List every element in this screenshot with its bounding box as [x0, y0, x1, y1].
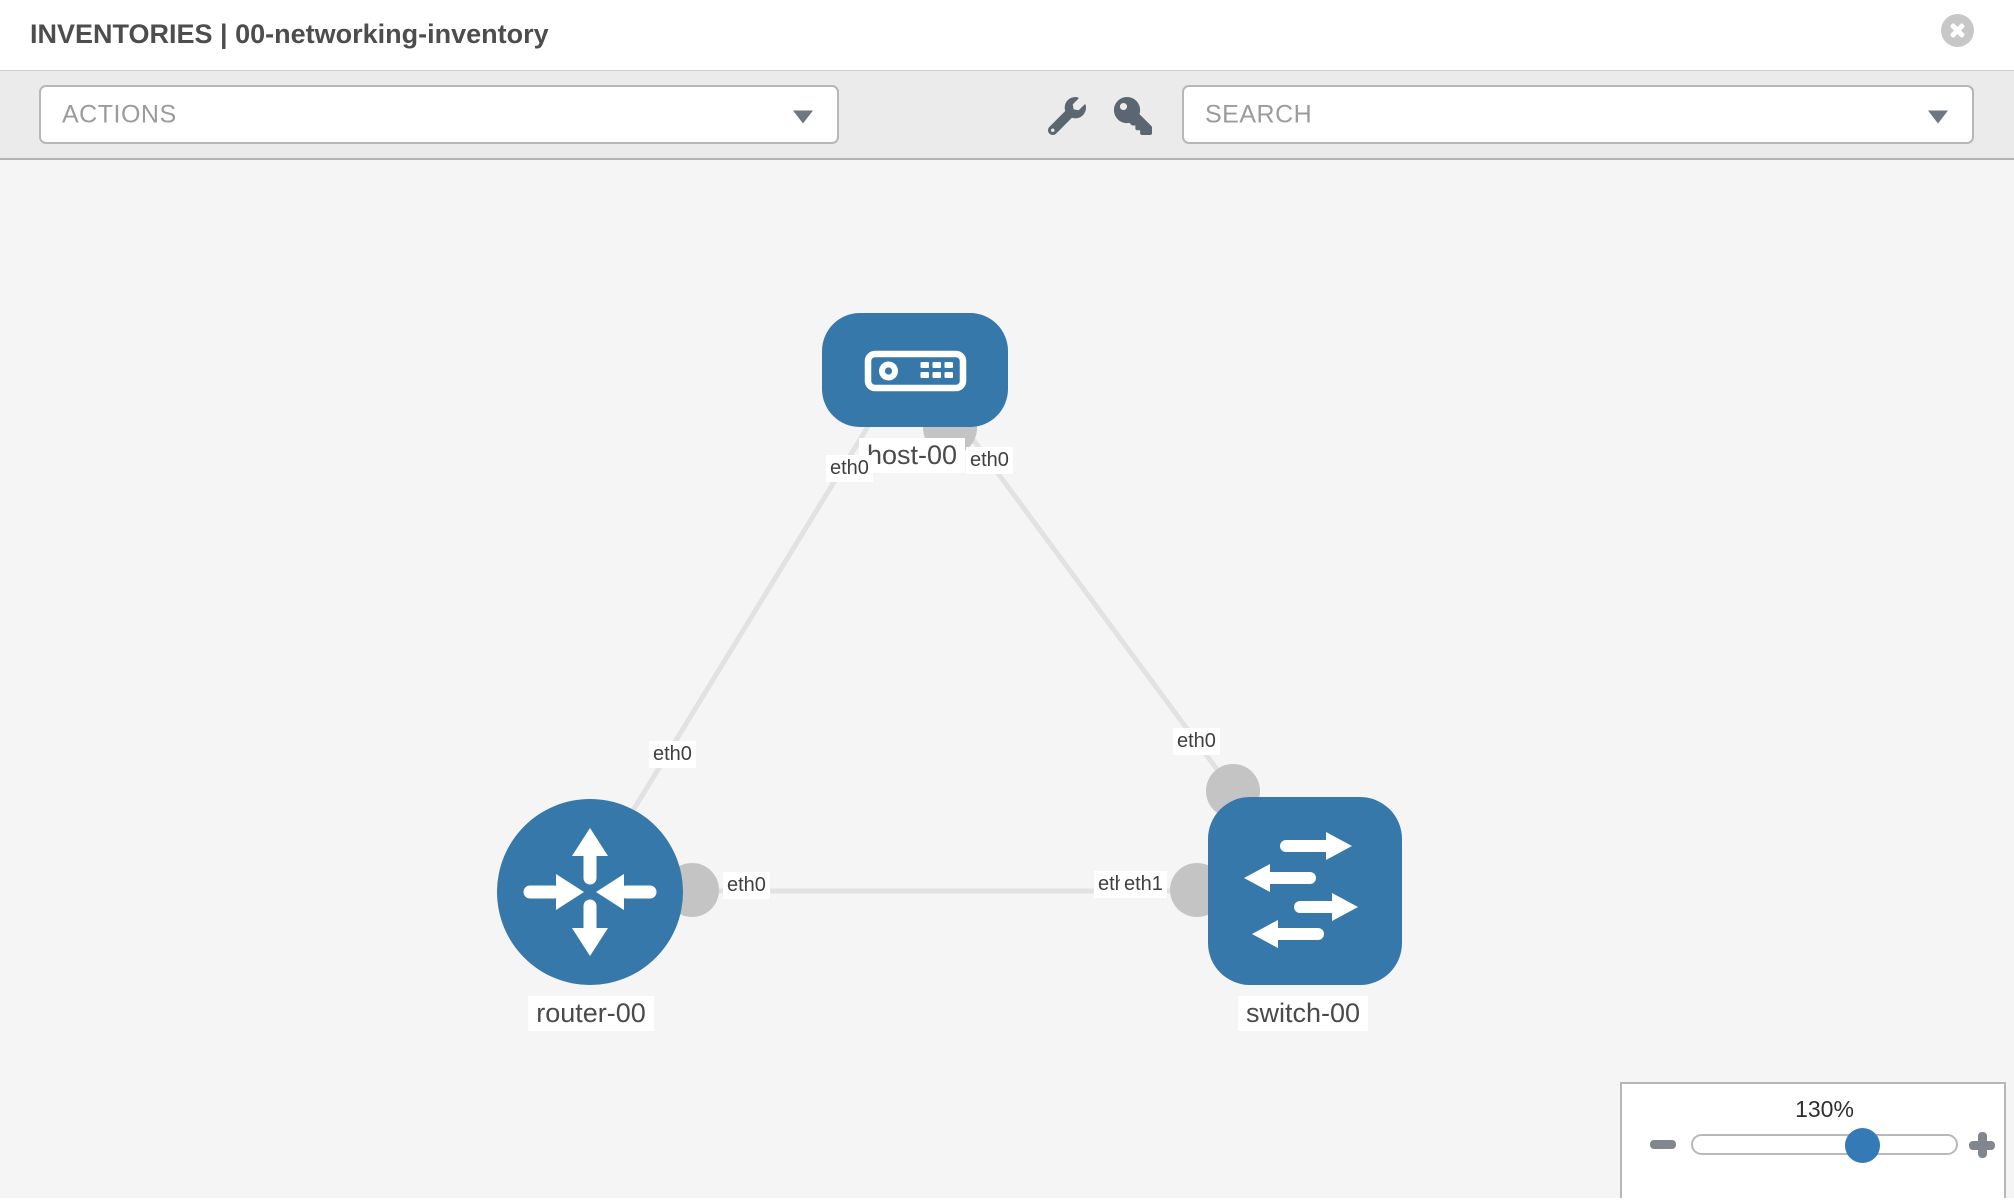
actions-dropdown-label: ACTIONS [62, 100, 177, 128]
interface-label-router-to-switch: eth0 [723, 872, 770, 899]
interface-label-host-to-router: eth0 [826, 455, 873, 482]
node-router-00[interactable] [497, 799, 683, 985]
zoom-slider-track[interactable] [1691, 1128, 1958, 1163]
zoom-level-value: 130% [1795, 1096, 1854, 1122]
topology-canvas[interactable]: host-00 router-00 switch-00 eth0 eth0 et… [0, 160, 2014, 1198]
toolbar: ACTIONS SEARCH [0, 70, 2014, 160]
minus-icon[interactable] [1650, 1140, 1676, 1149]
search-dropdown[interactable]: SEARCH [1182, 85, 1974, 144]
interface-label-router-to-host: eth0 [649, 741, 696, 768]
node-label-switch: switch-00 [1237, 996, 1369, 1031]
wrench-icon[interactable] [1047, 97, 1086, 136]
header: INVENTORIES | 00-networking-inventory [0, 0, 2014, 70]
interface-label-host-to-switch: eth0 [966, 447, 1013, 474]
topology-graph [497, 313, 1402, 985]
chevron-down-icon [793, 109, 813, 123]
interface-label-switch-to-host: eth0 [1173, 728, 1220, 755]
switch-icon [1244, 832, 1358, 948]
node-label-router: router-00 [528, 996, 654, 1031]
plus-icon[interactable] [1969, 1132, 1995, 1158]
search-dropdown-label: SEARCH [1205, 100, 1313, 128]
key-glyph [1114, 97, 1152, 135]
zoom-slider-thumb[interactable] [1845, 1128, 1880, 1163]
chevron-down-icon [1928, 109, 1948, 123]
wrench-glyph [1047, 97, 1086, 136]
host-icon [864, 350, 967, 392]
router-icon [523, 828, 657, 956]
close-icon[interactable] [1941, 14, 1974, 47]
actions-dropdown[interactable]: ACTIONS [39, 85, 839, 144]
key-icon[interactable] [1114, 97, 1152, 135]
page-title: INVENTORIES | 00-networking-inventory [30, 19, 549, 49]
node-switch-00[interactable] [1208, 797, 1402, 985]
interface-label-switch-to-router: eth1 [1120, 871, 1167, 898]
node-label-host: host-00 [858, 438, 966, 473]
zoom-panel: 130% [1620, 1082, 2006, 1198]
node-host-00[interactable] [822, 313, 1008, 427]
